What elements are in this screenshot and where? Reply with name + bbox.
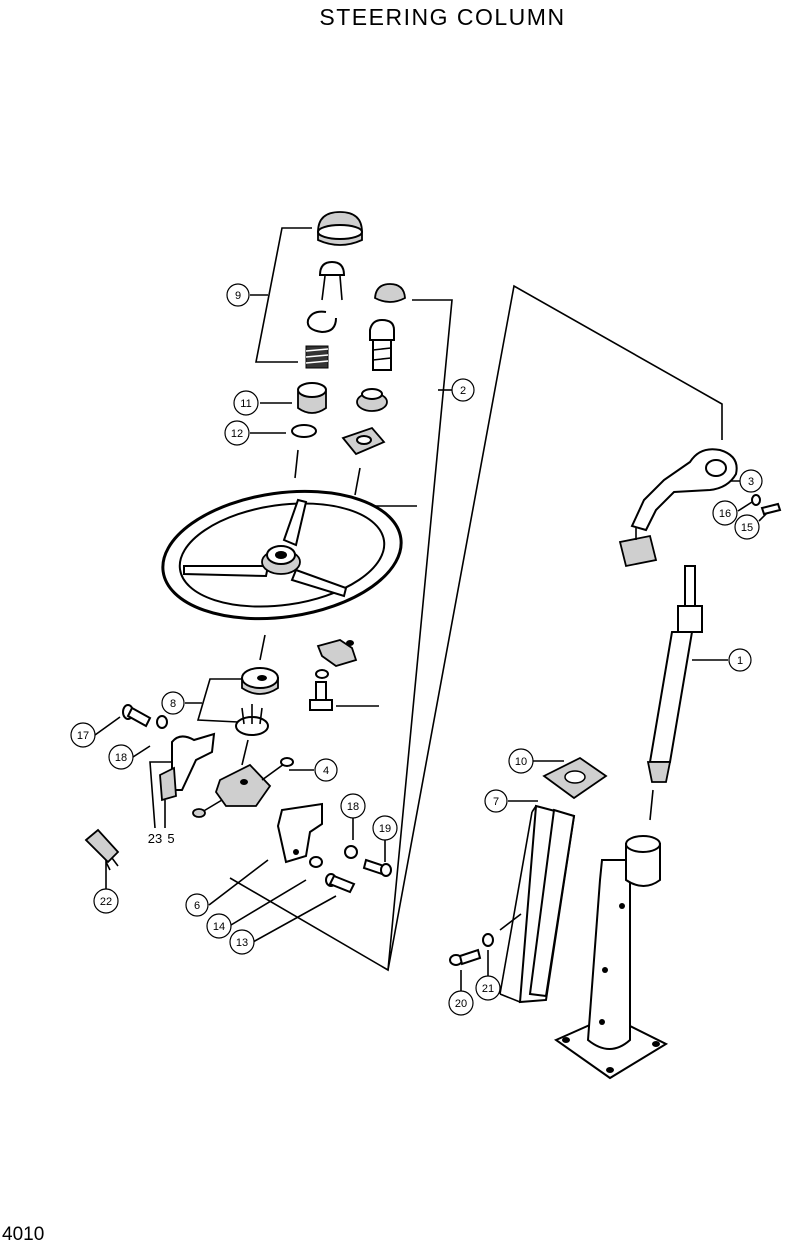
steering-yoke [618,448,738,568]
callout-6: 6 [185,893,209,917]
screw-small [309,681,333,711]
svg-text:19: 19 [379,823,391,835]
spring [305,345,329,369]
svg-text:15: 15 [741,522,753,534]
column-bracket [499,804,576,1004]
washer-21 [482,933,494,947]
callout-2: 2 [451,378,475,402]
svg-text:4: 4 [323,765,329,777]
horn-contact [318,260,346,301]
page-number: 4010 [2,1224,45,1245]
steering-shaft [646,565,703,783]
svg-text:8: 8 [170,698,176,710]
sensor-switch [84,828,120,871]
switch-cover [276,802,323,864]
horn-cap [317,211,363,246]
svg-text:11: 11 [240,398,251,410]
mounting-bracket [316,639,358,667]
svg-text:17: 17 [77,730,89,742]
svg-text:3: 3 [748,476,754,488]
svg-text:16: 16 [719,508,731,520]
column-plate [542,756,608,800]
lock-washer [291,424,317,438]
nut [297,382,327,414]
page-title: STEERING COLUMN [319,4,566,30]
cap [374,283,406,303]
svg-text:18: 18 [115,752,127,764]
washer-small [315,669,329,679]
snap-ring [306,310,337,334]
column-clamp [159,732,216,802]
callout-15: 15 [734,514,760,540]
svg-text:21: 21 [482,983,494,995]
screw-19 [362,858,392,877]
hub [241,667,279,695]
callout-1: 1 [728,648,752,672]
callout-21: 21 [475,975,501,1001]
callout-18: 18 [108,744,134,770]
callout-7: 7 [484,789,508,813]
svg-text:14: 14 [213,921,225,933]
callout-11: 11 [233,390,259,416]
svg-text:18: 18 [347,801,359,813]
callout-14: 14 [206,913,232,939]
svg-text:22: 22 [100,896,112,908]
svg-text:2: 2 [460,385,466,397]
screw-13 [325,873,356,894]
callout-9: 9 [226,283,250,307]
callout-12: 12 [224,420,250,446]
svg-text:7: 7 [493,796,499,808]
washer-16 [751,494,761,506]
callout-16: 16 [712,500,738,526]
svg-text:13: 13 [236,937,248,949]
callout-4: 4 [314,758,338,782]
washer-18 [156,715,168,729]
column-base [553,835,669,1080]
callout-20: 20 [448,990,474,1016]
bolt [369,318,395,371]
svg-text:12: 12 [231,428,243,440]
callout-22: 22 [93,888,119,914]
steering-wheel [161,489,403,621]
svg-text:1: 1 [737,655,743,667]
contact-plate [235,704,269,736]
washer-14 [309,856,323,868]
callout-19: 19 [372,815,398,841]
callout-5: 5 [167,831,174,846]
callout-13: 13 [229,929,255,955]
callout-17: 17 [70,722,96,748]
bolt-17 [122,704,152,728]
svg-text:20: 20 [455,998,467,1010]
svg-text:6: 6 [194,900,200,912]
svg-text:10: 10 [515,756,527,768]
svg-text:9: 9 [235,290,241,302]
callout-18b: 18 [340,793,366,819]
callout-23: 23 [148,831,162,846]
callout-8: 8 [161,691,185,715]
group-bracket-lines [185,227,723,972]
screw-20 [449,948,482,966]
bolt-15 [760,502,782,516]
callout-10: 10 [508,748,534,774]
turn-signal-switch [192,757,294,818]
plate [341,426,386,456]
callout-3: 3 [739,469,763,493]
washer-18b [344,845,358,859]
bushing [356,388,388,412]
